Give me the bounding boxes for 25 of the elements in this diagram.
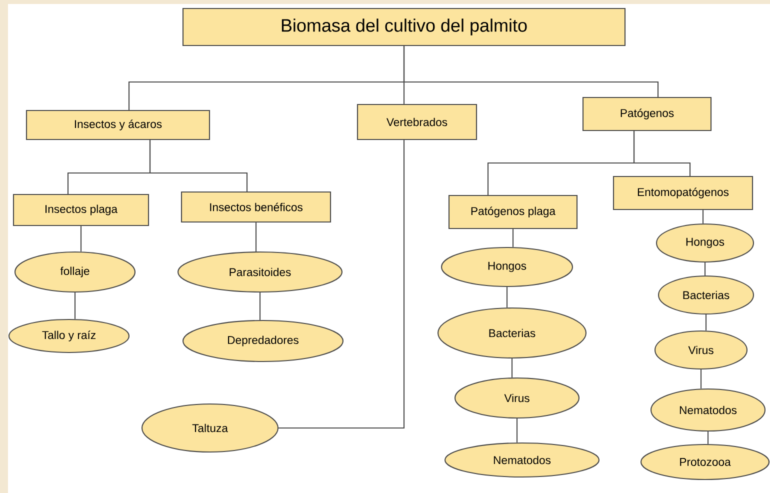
connector-line <box>506 287 508 308</box>
category-box: Entomopatógenos <box>612 176 754 210</box>
category-box: Insectos plaga <box>12 194 150 226</box>
connector-line <box>702 210 704 224</box>
category-box: Vertebrados <box>356 104 478 140</box>
connector-line <box>278 140 405 429</box>
connector-line <box>633 131 691 176</box>
connector-line <box>704 262 706 276</box>
category-box: Insectos y ácaros <box>26 110 210 140</box>
connector-line <box>700 370 702 388</box>
connector-line <box>512 229 514 247</box>
category-box: Insectos benéficos <box>180 191 332 223</box>
connector-line <box>511 358 513 378</box>
connector-line <box>403 46 659 97</box>
connector-line <box>707 432 709 444</box>
category-box: Patógenos <box>582 96 712 132</box>
connector-line <box>259 292 261 320</box>
connector-line <box>705 314 707 330</box>
connector-line <box>516 418 518 442</box>
connector-line <box>255 222 257 252</box>
connector-line <box>149 140 248 192</box>
title-box: Biomasa del cultivo del palmito <box>182 8 626 46</box>
connector-line <box>74 292 76 319</box>
category-box: Patógenos plaga <box>448 194 578 230</box>
connector-line <box>80 226 82 252</box>
